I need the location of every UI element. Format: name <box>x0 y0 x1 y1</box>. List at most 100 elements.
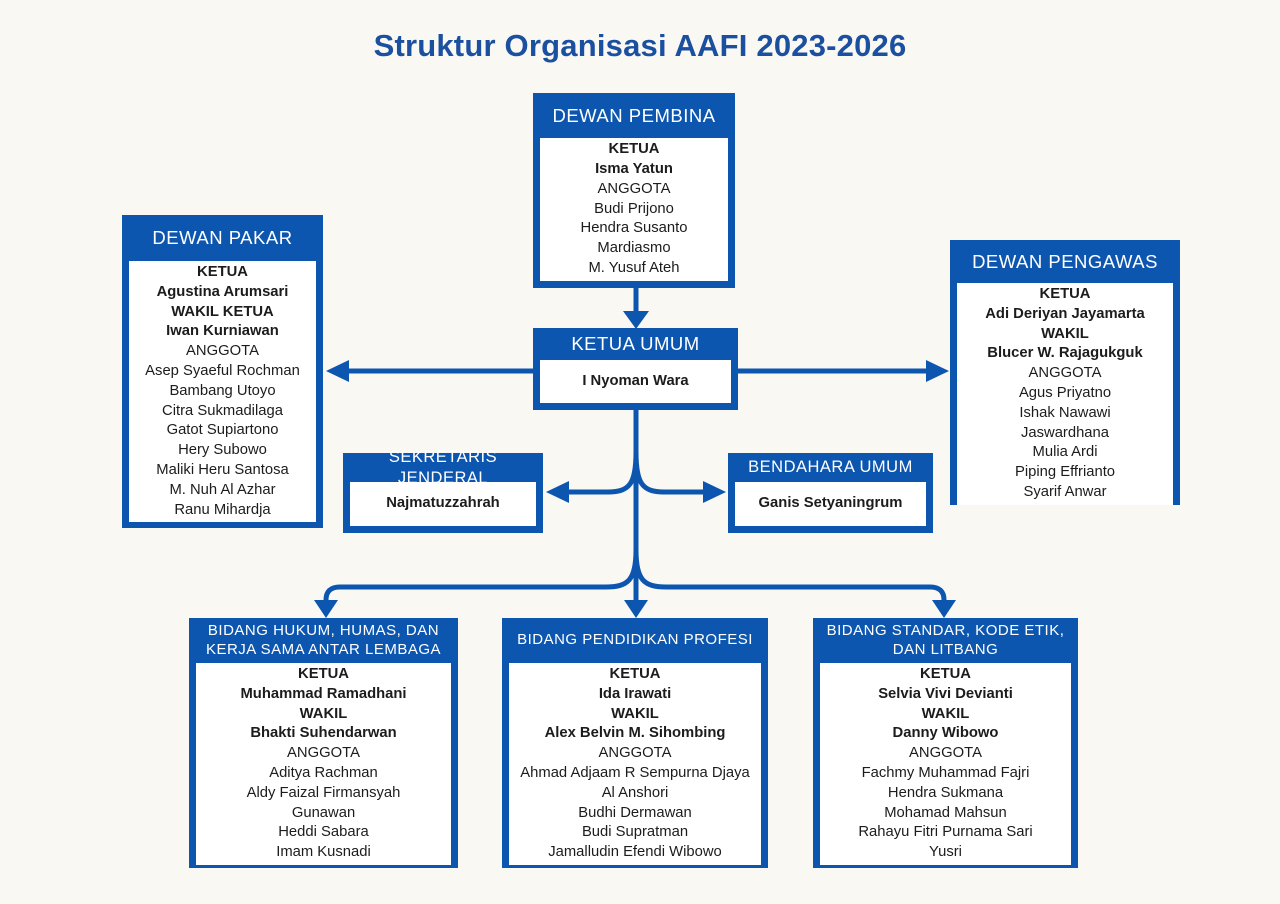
member-line: WAKIL <box>611 705 659 722</box>
member-line: Mulia Ardi <box>1032 444 1098 461</box>
box-sekretaris-jenderal-header: SEKRETARIS JENDERAL <box>388 447 498 487</box>
arrow-left-dewan-pakar <box>326 360 349 382</box>
member-line: Ganis Setyaningrum <box>758 495 903 512</box>
box-dewan-pembina-header: DEWAN PEMBINA <box>552 104 716 126</box>
member-line: ANGGOTA <box>287 745 360 762</box>
member-line: Ranu Mihardja <box>174 501 271 518</box>
box-bidang-pendidikan-header: BIDANG PENDIDIKAN PROFESI <box>517 631 753 649</box>
member-line: Fachmy Muhammad Fajri <box>861 764 1030 781</box>
member-line: Hery Subowo <box>178 442 267 459</box>
member-line: Najmatuzzahrah <box>386 495 500 512</box>
member-line: Imam Kusnadi <box>276 844 371 861</box>
member-line: Jamalludin Efendi Wibowo <box>548 844 722 861</box>
member-line: Yusri <box>929 844 962 861</box>
member-line: Isma Yatun <box>595 161 673 177</box>
member-line: ANGGOTA <box>597 180 671 197</box>
connector-stem-sekjen <box>568 451 639 495</box>
arrow-right-bendahara <box>703 481 726 503</box>
box-dewan-pengawas: DEWAN PENGAWAS KETUA Adi Deriyan Jayamart… <box>950 240 1180 505</box>
member-line: WAKIL <box>1041 325 1089 342</box>
connector-stem-bendahara <box>633 451 704 495</box>
member-line: Ida Irawati <box>598 685 672 702</box>
arrow-down-bidang-pendidikan <box>624 600 648 618</box>
member-line: Adi Deriyan Jayamarta <box>985 305 1145 322</box>
member-line: KETUA <box>1039 286 1091 302</box>
box-bidang-hukum: BIDANG HUKUM, HUMAS, DAN KERJA SAMA ANTA… <box>189 618 458 868</box>
member-line: Mardiasmo <box>597 240 671 257</box>
member-line: Asep Syaeful Rochman <box>145 362 300 379</box>
box-ketua-umum: KETUA UMUM I Nyoman Wara <box>533 328 738 410</box>
member-line: Danny Wibowo <box>892 725 999 742</box>
arrow-down-bidang-standar <box>932 600 956 618</box>
member-line: Budhi Dermawan <box>578 804 692 821</box>
member-line: M. Nuh Al Azhar <box>169 481 276 498</box>
arrow-down-ketua-umum <box>623 311 649 329</box>
member-line: ANGGOTA <box>909 745 982 762</box>
member-line: Gunawan <box>291 804 356 821</box>
member-line: Heddi Sabara <box>278 824 369 841</box>
member-line: M. Yusuf Ateh <box>588 259 680 276</box>
member-line: Budi Prijono <box>594 200 674 217</box>
box-bidang-hukum-header: BIDANG HUKUM, HUMAS, DAN KERJA SAMA ANTA… <box>205 621 442 658</box>
box-dewan-pakar-header: DEWAN PAKAR <box>152 227 293 249</box>
member-line: Maliki Heru Santosa <box>156 461 289 478</box>
member-line: Blucer W. Rajagukguk <box>987 345 1143 362</box>
member-line: KETUA <box>197 264 248 280</box>
member-line: Iwan Kurniawan <box>166 323 279 340</box>
member-line: Syarif Anwar <box>1023 483 1107 500</box>
member-line: Jaswardhana <box>1020 424 1109 441</box>
member-line: I Nyoman Wara <box>582 372 689 389</box>
box-sekretaris-jenderal: SEKRETARIS JENDERAL Najmatuzzahrah <box>343 447 543 533</box>
box-bendahara-umum-header: BENDAHARA UMUM <box>748 458 913 477</box>
member-line: WAKIL <box>299 705 348 722</box>
member-line: KETUA <box>920 666 971 682</box>
member-line: Gatot Supiartono <box>166 422 279 439</box>
member-line: KETUA <box>608 141 660 158</box>
member-line: Agustina Arumsari <box>156 283 289 300</box>
page-title: Struktur Organisasi AAFI 2023-2026 <box>373 28 907 63</box>
member-line: KETUA <box>298 666 349 682</box>
box-ketua-umum-header: KETUA UMUM <box>571 333 700 355</box>
member-line: Bhakti Suhendarwan <box>250 725 397 742</box>
member-line: WAKIL KETUA <box>171 303 274 320</box>
member-line: Budi Supratman <box>581 824 689 841</box>
arrow-down-bidang-hukum <box>314 600 338 618</box>
member-line: Rahayu Fitri Purnama Sari <box>858 824 1033 841</box>
arrow-right-dewan-pengawas <box>926 360 949 382</box>
box-bidang-standar-header: BIDANG STANDAR, KODE ETIK, DAN LITBANG <box>826 621 1065 658</box>
box-dewan-pengawas-header: DEWAN PENGAWAS <box>972 250 1158 272</box>
member-line: Alex Belvin M. Sihombing <box>544 725 726 742</box>
member-line: WAKIL <box>921 705 970 722</box>
member-line: ANGGOTA <box>1028 365 1102 382</box>
member-line: Citra Sukmadilaga <box>162 402 283 419</box>
member-line: Ishak Nawawi <box>1019 404 1111 421</box>
box-sekretaris-jenderal-body: Najmatuzzahrah <box>350 482 536 526</box>
member-line: Mohamad Mahsun <box>884 804 1007 821</box>
box-bendahara-umum: BENDAHARA UMUM Ganis Setyaningrum <box>728 453 933 533</box>
member-line: Piping Effrianto <box>1014 464 1116 481</box>
box-ketua-umum-body: I Nyoman Wara <box>540 360 731 403</box>
member-line: Bambang Utoyo <box>169 382 276 399</box>
box-bidang-pendidikan: BIDANG PENDIDIKAN PROFESI KETUA Ida Irawa… <box>502 618 768 868</box>
member-line: Muhammad Ramadhani <box>240 685 407 702</box>
box-bidang-standar: BIDANG STANDAR, KODE ETIK, DAN LITBANG K… <box>813 618 1078 868</box>
member-line: Aditya Rachman <box>269 764 378 781</box>
member-line: ANGGOTA <box>186 343 259 360</box>
member-line: KETUA <box>609 666 661 682</box>
member-line: Aldy Faizal Firmansyah <box>246 784 401 801</box>
connector-split-left <box>323 549 639 601</box>
connector-split-right <box>633 549 947 601</box>
member-line: Agus Priyatno <box>1018 384 1112 401</box>
member-line: Hendra Sukmana <box>887 784 1004 801</box>
member-line: Selvia Vivi Devianti <box>878 685 1013 702</box>
